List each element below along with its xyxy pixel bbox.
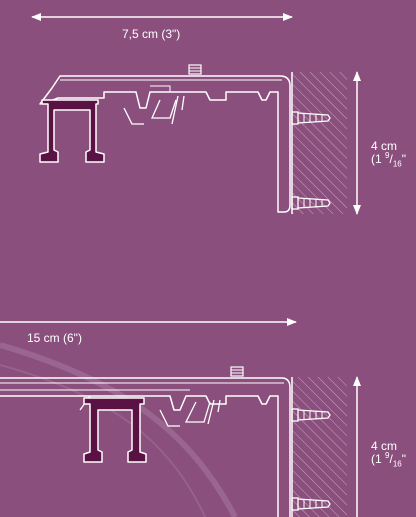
top-wall (292, 72, 347, 214)
decorative-swoosh (0, 342, 238, 517)
top-bracket-diagram (31, 13, 361, 215)
top-bracket (39, 75, 291, 213)
top-height-label: 4 cm (1 9/16" (371, 139, 406, 169)
top-height-inch: (1 9/16" (371, 151, 406, 169)
bottom-screw-upper (291, 408, 331, 422)
top-width-label: 7,5 cm (3") (122, 27, 181, 41)
bottom-height-inch: (1 9/16" (371, 451, 406, 469)
bottom-screw-lower (291, 497, 331, 511)
top-screw-knob (188, 64, 202, 75)
bottom-height-label: 4 cm (1 9/16" (371, 439, 406, 469)
bottom-bracket-diagram (0, 318, 361, 517)
top-glider (39, 99, 105, 163)
bottom-wall (292, 377, 347, 517)
top-height-cm: 4 cm (371, 139, 398, 153)
bottom-bracket (0, 377, 291, 517)
bottom-glider (83, 397, 147, 463)
bottom-screw-knob (230, 366, 244, 377)
top-screw-lower (291, 196, 331, 210)
bottom-height-cm: 4 cm (371, 439, 398, 453)
bottom-width-label: 15 cm (6") (27, 331, 82, 345)
top-screw-upper (291, 111, 331, 125)
